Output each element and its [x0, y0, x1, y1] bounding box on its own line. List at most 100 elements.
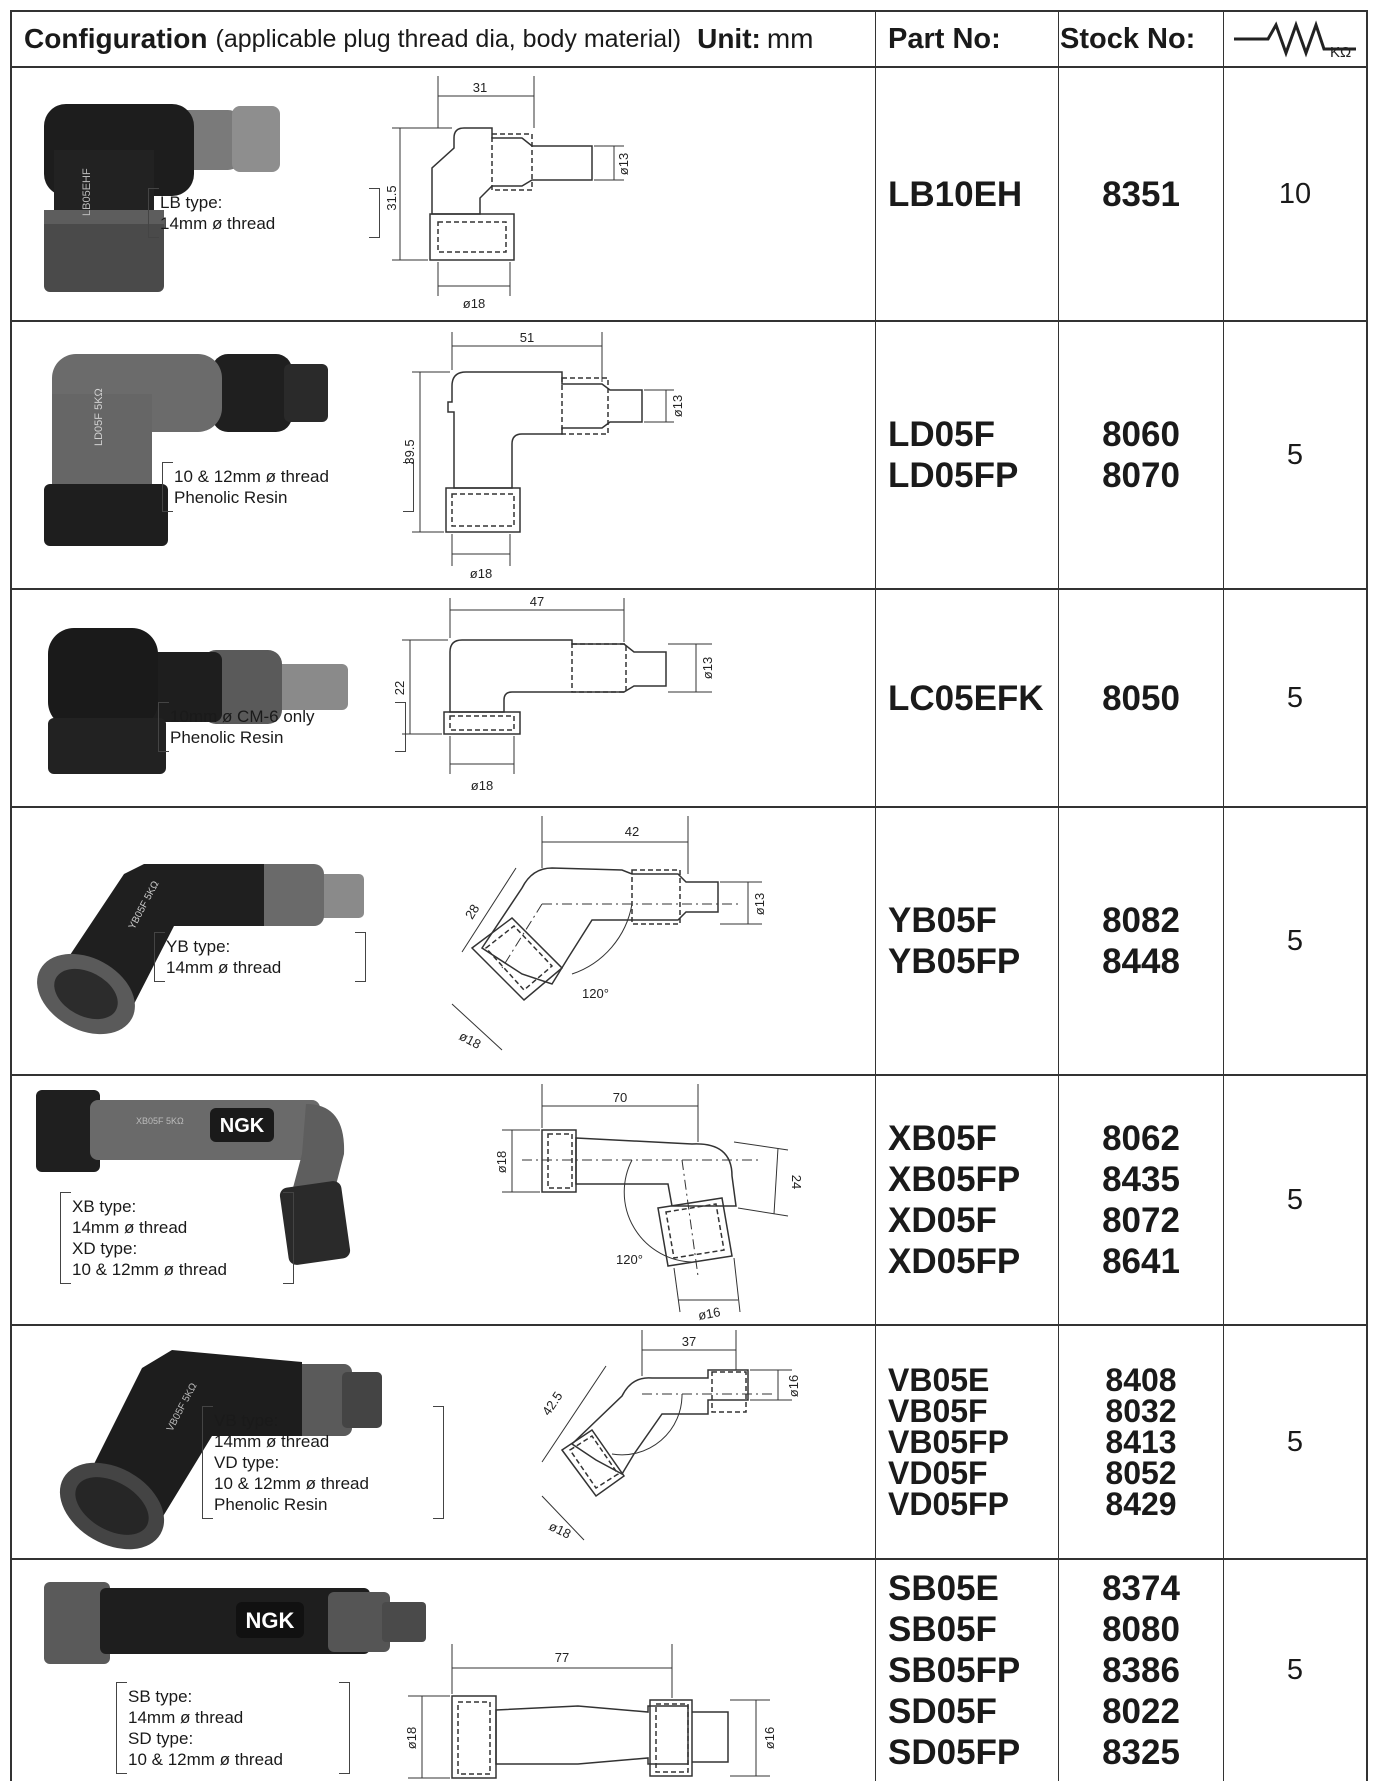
stock-numbers: 8351 [1059, 68, 1223, 320]
note-line: 10 & 12mm ø thread [72, 1260, 227, 1279]
dim-length: 42 [625, 824, 639, 839]
resistance-cell: 10 [1224, 68, 1366, 320]
dimension-drawing-yb: 42 28 ø13 ø18 120° [451, 816, 767, 1052]
stock-number: 8413 [1105, 1423, 1177, 1460]
part-number: XB05F [888, 1119, 997, 1158]
type-note: 10mm ø CM-6 only Phenolic Resin [158, 702, 406, 752]
type-note: VB type: 14mm ø thread VD type: 10 & 12m… [202, 1406, 444, 1519]
cap-photo-lb: LB05EHF [44, 104, 280, 292]
dim-base: ø18 [463, 296, 485, 311]
dimension-drawing-lc: 47 22 ø13 ø18 [392, 594, 715, 793]
dim-tip: ø13 [752, 893, 767, 915]
note-line: SD type: [128, 1729, 194, 1748]
part-number: VB05F [888, 1392, 988, 1429]
stock-numbers: 8374 8080 8386 8022 8325 [1059, 1560, 1223, 1781]
dim-angle: 120° [582, 986, 609, 1001]
dim-base: ø18 [494, 1151, 509, 1173]
configuration-title: Configuration [24, 23, 208, 54]
stock-numbers: 8062 8435 8072 8641 [1059, 1076, 1223, 1324]
part-number: VB05E [888, 1361, 990, 1398]
note-line: Phenolic Resin [214, 1495, 328, 1514]
resistance-value: 5 [1286, 1183, 1304, 1216]
product-row-ld: LD05F 5KΩ 10 & 12mm ø thread Phenolic Re… [12, 322, 1366, 590]
stock-number: 8325 [1102, 1733, 1180, 1772]
part-number: XD05F [888, 1201, 997, 1240]
dim-tip: ø13 [700, 657, 715, 679]
dim-height: 22 [392, 681, 407, 695]
stock-numbers: 8050 [1059, 590, 1223, 806]
table-header: Configuration (applicable plug thread di… [12, 12, 1366, 68]
part-number: SB05FP [888, 1651, 1021, 1690]
stock-numbers: 8060 8070 [1059, 322, 1223, 588]
resistance-cell: 5 [1224, 590, 1366, 806]
resistance-cell: 5 [1224, 322, 1366, 588]
cap-photo-ld: LD05F 5KΩ [44, 354, 328, 546]
dim-height: 39.5 [402, 439, 417, 464]
dim-tip: ø16 [697, 1304, 722, 1323]
dim-base: ø18 [470, 566, 492, 581]
configuration-subtitle: (applicable plug thread dia, body materi… [215, 24, 682, 53]
stock-number: 8448 [1102, 942, 1180, 981]
part-number: LD05FP [888, 456, 1019, 495]
cap-photo-yb: YB05F 5KΩ [37, 864, 364, 1035]
dim-tip: ø16 [786, 1375, 801, 1397]
note-line: LB type: [160, 193, 223, 212]
resistor-unit: KΩ [1330, 44, 1351, 59]
stock-number: 8062 [1102, 1119, 1180, 1158]
dim-height: 31.5 [384, 185, 399, 210]
stock-number: 8050 [1102, 678, 1180, 718]
dim-height: 42.5 [539, 1389, 566, 1418]
stock-number: 8641 [1102, 1242, 1180, 1281]
stock-number: 8060 [1102, 415, 1180, 454]
stock-number: 8082 [1102, 901, 1180, 940]
dim-base: ø18 [547, 1518, 574, 1541]
resistance-cell: 5 [1224, 1560, 1366, 1781]
part-number: SB05E [888, 1569, 999, 1608]
resistance-value: 5 [1286, 438, 1304, 471]
dim-height: 24 [789, 1175, 804, 1189]
column-divider [875, 12, 876, 1781]
part-no-header: Part No: [888, 22, 1001, 55]
dim-length: 77 [555, 1650, 569, 1665]
part-number: SB05F [888, 1610, 997, 1649]
part-numbers: YB05F YB05FP [876, 808, 1058, 1074]
stock-numbers: 8082 8448 [1059, 808, 1223, 1074]
note-line: 14mm ø thread [128, 1708, 244, 1727]
note-line: XD type: [72, 1239, 138, 1258]
type-note: SB type: 14mm ø thread SD type: 10 & 12m… [116, 1682, 350, 1774]
stock-number: 8351 [1102, 174, 1180, 214]
part-numbers: LD05F LD05FP [876, 322, 1058, 588]
part-numbers: SB05E SB05F SB05FP SD05F SD05FP [876, 1560, 1058, 1781]
resistance-cell: 5 [1224, 1326, 1366, 1558]
note-line: Phenolic Resin [170, 728, 284, 747]
stock-number: 8070 [1102, 456, 1180, 495]
dim-length: 47 [530, 594, 544, 609]
brand-logo: NGK [246, 1608, 295, 1633]
brand-logo: NGK [220, 1115, 265, 1137]
dimension-drawing-sb: 77 ø18 ø16 [404, 1644, 777, 1779]
stock-number: 8374 [1102, 1569, 1180, 1608]
part-number: LB10EH [888, 174, 1023, 214]
part-number: YB05F [888, 901, 997, 940]
dimension-drawing-xb: 70 24 ø18 ø16 120° [494, 1084, 804, 1323]
note-line: 10 & 12mm ø thread [128, 1750, 283, 1769]
resistance-value: 5 [1286, 681, 1304, 714]
part-number: XB05FP [888, 1160, 1021, 1199]
note-line: 14mm ø thread [166, 958, 282, 977]
stock-number: 8072 [1102, 1201, 1180, 1240]
note-line: YB type: [166, 937, 231, 956]
stock-number: 8052 [1105, 1454, 1177, 1491]
part-number: LC05EFK [888, 678, 1044, 718]
type-note: 10 & 12mm ø thread Phenolic Resin [162, 462, 414, 512]
stock-number: 8435 [1102, 1160, 1180, 1199]
resistance-header: KΩ [1224, 12, 1366, 66]
dim-height: 28 [462, 902, 482, 922]
dim-length: 31 [473, 80, 487, 95]
resistance-value: 5 [1286, 1654, 1304, 1686]
dim-tip: ø16 [762, 1727, 777, 1749]
dim-base: ø18 [404, 1727, 419, 1749]
stock-number: 8080 [1102, 1610, 1180, 1649]
dim-angle: 120° [616, 1252, 643, 1267]
note-line: 10 & 12mm ø thread [214, 1474, 369, 1493]
stock-number: 8032 [1105, 1392, 1177, 1429]
